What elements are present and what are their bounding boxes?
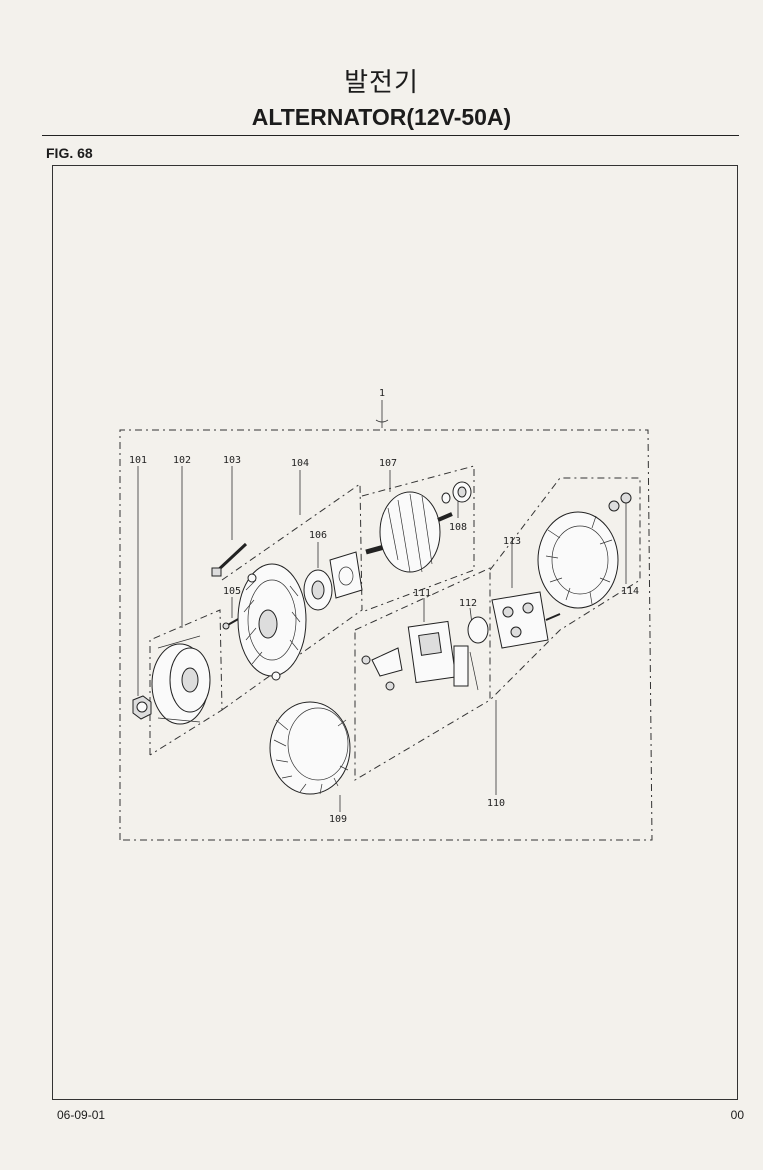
rectifier-113: [491, 591, 561, 649]
callout-101: 101: [129, 455, 147, 466]
rear-housing: [537, 511, 619, 609]
rectifier-frame: [354, 567, 491, 781]
callout-112: 112: [459, 598, 477, 609]
diagram-frame: [52, 165, 738, 1100]
callout-1: 1: [379, 388, 385, 399]
bolt-103: [211, 542, 248, 577]
page-title-korean: 발전기: [344, 68, 419, 98]
nuts-114: [608, 492, 632, 512]
rotor-107: [365, 491, 453, 573]
callout-105: 105: [223, 586, 241, 597]
seal-112: [467, 616, 489, 691]
callout-107: 107: [379, 458, 397, 469]
front-housing-104: [237, 563, 307, 681]
title-rule: [42, 135, 739, 136]
bearing-106: [303, 551, 363, 611]
callout-103: 103: [223, 455, 241, 466]
callout-104: 104: [291, 458, 309, 469]
callout-110: 110: [487, 798, 505, 809]
pulley-102: [151, 635, 211, 725]
bearing-108: [441, 481, 472, 504]
assembly-boundary: [119, 429, 653, 841]
screw-105: [222, 617, 241, 630]
callout-111: 111: [413, 588, 431, 599]
footer-page-number: 00: [730, 1108, 744, 1122]
stator-109: [269, 701, 351, 795]
callout-114: 114: [621, 586, 639, 597]
pulley-frame: [149, 609, 223, 756]
figure-label: FIG. 68: [46, 145, 93, 161]
rear-frame: [489, 477, 641, 701]
callout-113: 113: [503, 536, 521, 547]
callout-108: 108: [449, 522, 467, 533]
nut-101: [132, 695, 152, 720]
callout-109: 109: [329, 814, 347, 825]
rotor-frame: [361, 465, 475, 613]
brush-holder-111: [361, 620, 469, 691]
callout-106: 106: [309, 530, 327, 541]
leader-1-brace: [375, 419, 389, 423]
callout-102: 102: [173, 455, 191, 466]
footer-date: 06-09-01: [57, 1108, 106, 1122]
page-title: ALTERNATOR(12V-50A): [251, 104, 512, 130]
